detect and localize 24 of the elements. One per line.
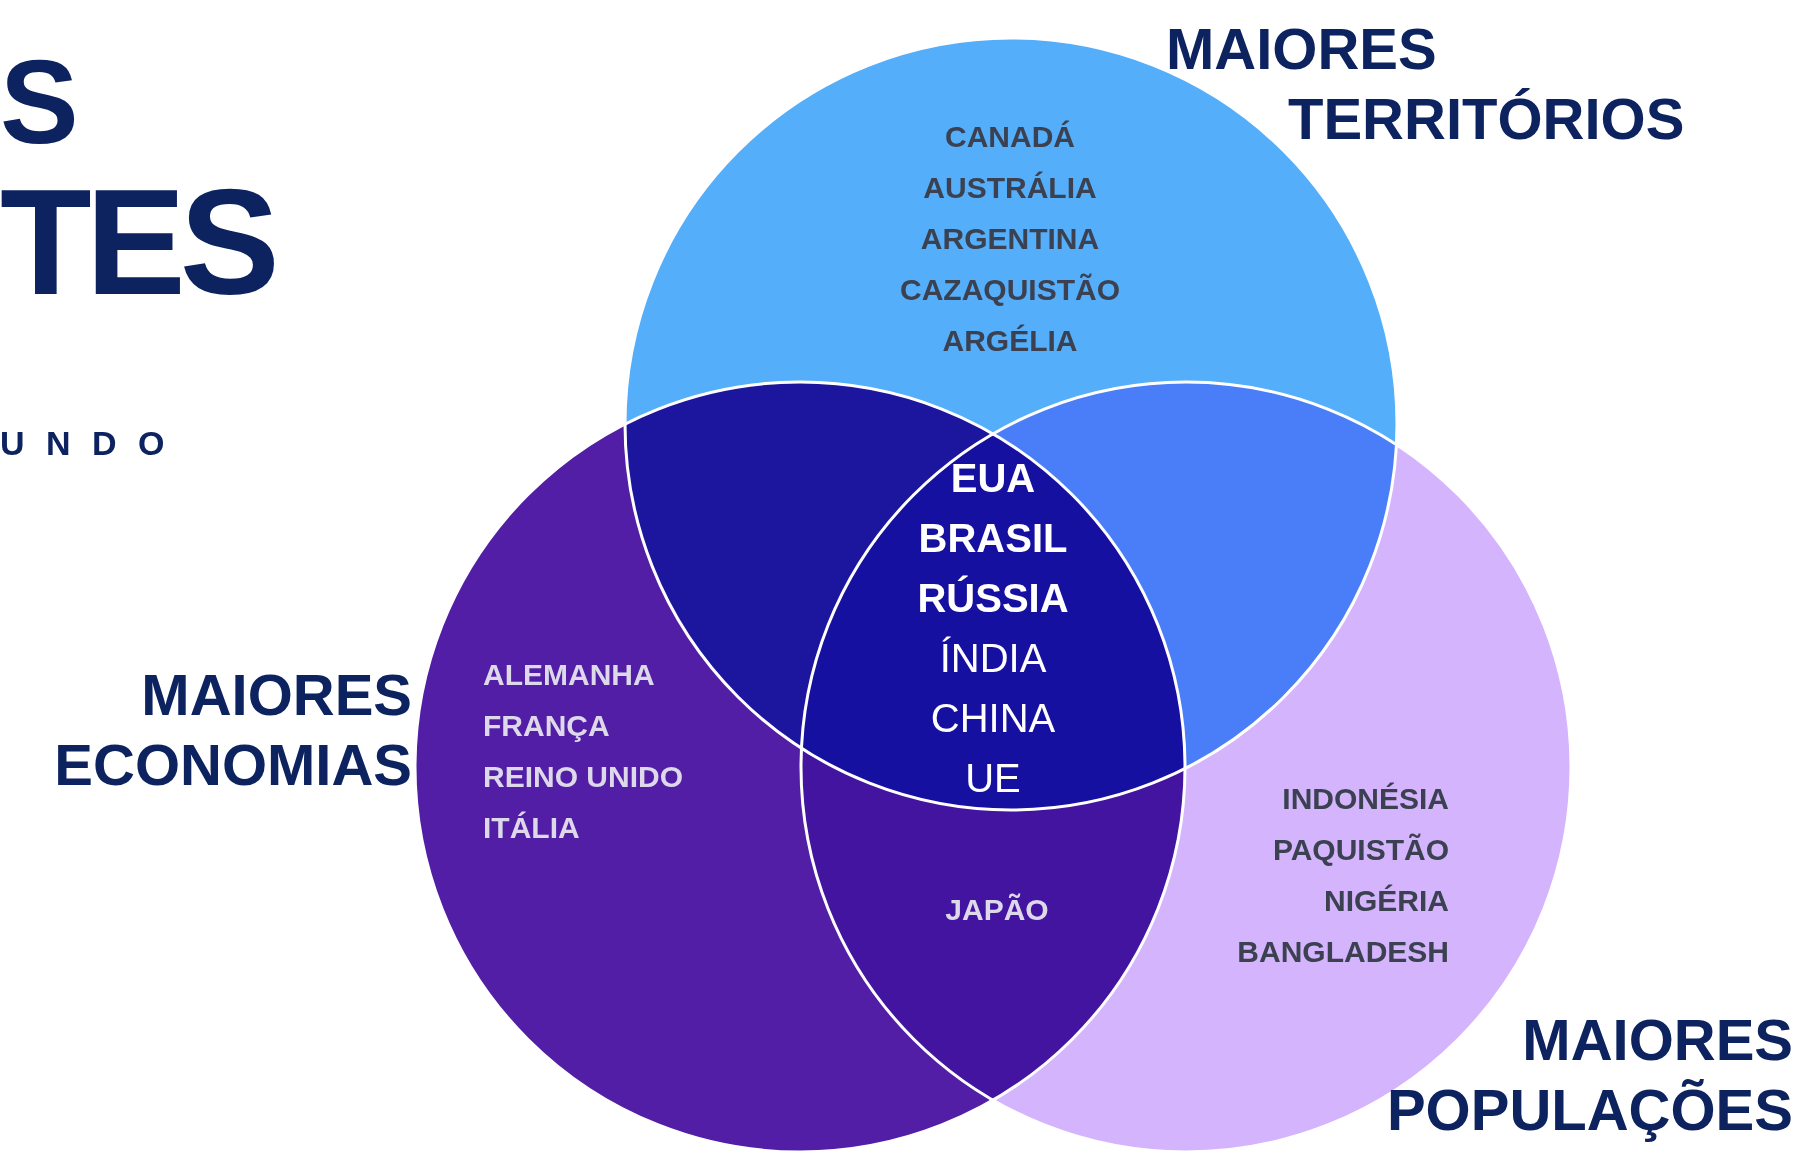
country-name: JAPÃO [945, 893, 1049, 926]
category-heading: MAIORES ECONOMIAS [53, 661, 412, 799]
country-name: ARGÉLIA [941, 323, 1079, 359]
country-name: AUSTRÁLIA [922, 170, 1098, 206]
country-name: BANGLADESH [1236, 934, 1449, 970]
country-name: RÚSSIA [917, 576, 1069, 620]
country-name: CAZAQUISTÃO [899, 272, 1121, 308]
country-name: ALEMANHA [483, 657, 656, 693]
country-name: UE [965, 756, 1021, 800]
country-name: NIGÉRIA [1323, 883, 1449, 919]
country-name: ARGENTINA [919, 221, 1101, 257]
country-name: INDONÉSIA [1281, 781, 1449, 817]
country-name: EUA [950, 456, 1036, 500]
country-name: PAQUISTÃO [1271, 832, 1449, 868]
country-name: CHINA [930, 696, 1056, 740]
country-name: ITÁLIA [483, 810, 581, 846]
country-name: REINO UNIDO [483, 759, 684, 795]
country-name: ÍNDIA [939, 636, 1047, 680]
category-heading: MAIORES TERRITÓRIOS [1166, 15, 1686, 153]
country-name: FRANÇA [483, 708, 611, 744]
country-name: BRASIL [918, 516, 1068, 560]
country-name: CANADÁ [944, 119, 1076, 155]
category-heading: MAIORES POPULAÇÕES [1385, 1006, 1793, 1144]
subtitle-fragment: U N D O [0, 425, 171, 463]
